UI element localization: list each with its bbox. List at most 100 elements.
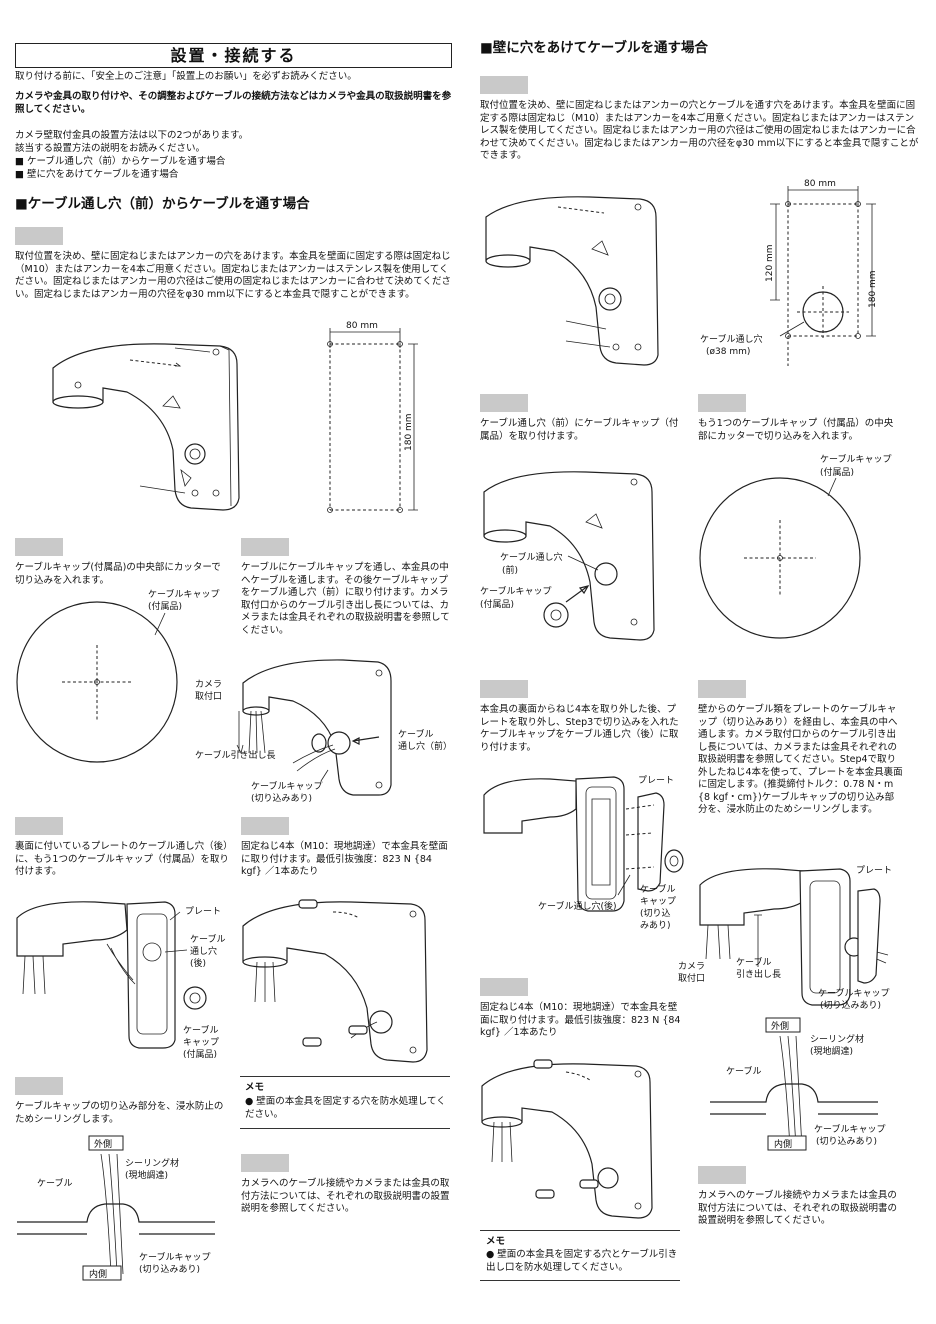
left-step-2-text: ケーブルキャップ(付属品)の中央部にカッターで切り込みを入れます。 <box>15 562 221 586</box>
left-step-5-text: 固定ねじ4本（M10：現地調達）で本金具を壁面に取り付けます。最低引抜強度：82… <box>241 841 448 878</box>
right-rear-hole-label: ケーブル通し穴(後) <box>538 900 616 912</box>
right-front-hole-1: ケーブル通し穴 <box>500 551 562 563</box>
right-len-1: ケーブル <box>736 956 771 968</box>
left-step-6-badge <box>15 1077 63 1095</box>
right-cap-2: (付属品) <box>480 599 514 610</box>
right-step-2-text: ケーブル通し穴（前）にケーブルキャップ（付属品）を取り付けます。 <box>480 418 679 442</box>
right-cap-cut-3: (切り込 <box>640 908 671 919</box>
right-sealing-illustration: 外側 シーリング材 (現地調達) ケーブル ケーブルキャップ (切り込みあり) … <box>710 1017 885 1151</box>
intro-bold-note: カメラや金具の取り付けや、その調整およびケーブルの接続方法などはカメラや金具の取… <box>15 91 452 115</box>
right-sealant-1: シーリング材 <box>810 1033 864 1045</box>
right-bracket-illustration <box>485 196 659 366</box>
right-wall-mount-illustration <box>481 1059 653 1219</box>
page-title: 設置・接続する <box>15 43 452 68</box>
right-plate2-label: プレート <box>856 865 892 876</box>
right-outside-label: 外側 <box>771 1020 789 1032</box>
left-cap-cut-b1: ケーブルキャップ <box>139 1251 210 1263</box>
right-step-6-text: 固定ねじ4本（M10：現地調達）で本金具を壁面に取り付けます。最低引抜強度：82… <box>480 1002 681 1039</box>
right-step-5-text: 壁からのケーブル類をプレートのケーブルキャップ（切り込みあり）を経由し、本金具の… <box>698 704 903 816</box>
left-hole-front-1: ケーブル <box>398 728 433 740</box>
intro-option-2: ■ 壁に穴をあけてケーブルを通す場合 <box>15 169 179 180</box>
right-memo-title: メモ <box>486 1236 506 1247</box>
right-front-hole-2: (前) <box>502 564 518 576</box>
right-step-3-badge <box>698 394 746 412</box>
right-hole-label-2: (ø38 mm) <box>706 347 750 357</box>
left-step-1-text: 取付位置を決め、壁に固定ねじまたはアンカーの穴をあけます。本金具を壁面に固定する… <box>15 251 451 300</box>
intro-methods: カメラ壁取付金具の設置方法は以下の2つがあります。 <box>15 130 249 141</box>
right-len-2: 引き出し長 <box>736 968 781 980</box>
left-sealing-illustration: 外側 シーリング材 (現地調達) ケーブル ケーブルキャップ (切り込みあり) … <box>17 1135 215 1281</box>
right-step-4-text: 本金具の裏面からねじ4本を取り外した後、プレートを取り外し、Step3で切り込み… <box>480 704 679 753</box>
right-cap-3: ケーブルキャップ <box>820 453 891 465</box>
intro-option-1: ■ ケーブル通し穴（前）からケーブルを通す場合 <box>15 156 226 167</box>
right-cap-cut-8: (切り込みあり) <box>816 1136 877 1147</box>
right-cap-cut-6: (切り込みあり) <box>820 1000 881 1011</box>
right-inside-label: 内側 <box>774 1138 792 1150</box>
intro-read: 該当する設置方法の説明をお読みください。 <box>15 143 206 154</box>
right-cable-through-plate-illustration: プレート カメラ 取付口 ケーブル 引き出し長 ケーブルキャップ (切り込みあり… <box>678 865 892 1011</box>
right-dimension-drawing: 80 mm 120 mm 180 mm ケーブル通し穴 (ø38 mm) <box>700 179 878 366</box>
left-step-4-text: 裏面に付いているプレートのケーブル通し穴（後）に、もう1つのケーブルキャップ（付… <box>15 841 229 878</box>
left-cap-acc-3: (付属品) <box>183 1049 217 1060</box>
right-plate-label: プレート <box>638 775 674 786</box>
right-cable-label: ケーブル <box>726 1065 761 1077</box>
left-rear-hole-2: 通し穴 <box>190 945 217 957</box>
right-section-heading: ■壁に穴をあけてケーブルを通す場合 <box>480 40 708 56</box>
left-cap-label: ケーブルキャップ <box>148 588 219 600</box>
right-step-3-text: もう1つのケーブルキャップ（付属品）の中央部にカッターで切り込みを入れます。 <box>698 418 894 442</box>
left-cap-cut-2: (切り込みあり) <box>251 793 312 804</box>
right-memo-bottom-rule <box>480 1280 680 1281</box>
right-plate-removal-illustration: プレート ケーブル通し穴(後) ケーブル キャップ (切り込 みあり) <box>483 775 684 931</box>
left-step-5-badge <box>241 817 289 835</box>
left-memo-top-rule <box>240 1076 450 1077</box>
left-cap-cut-1: ケーブルキャップ <box>251 780 322 792</box>
right-step-7-badge <box>698 1166 746 1184</box>
left-sealant-2: (現地調達) <box>125 1169 168 1181</box>
right-step-1-text: 取付位置を決め、壁に固定ねじまたはアンカーの穴とケーブルを通す穴をあけます。本金… <box>480 100 919 162</box>
left-step-6-text: ケーブルキャップの切り込み部分を、浸水防止のためシーリングします。 <box>15 1101 224 1125</box>
left-inside-label: 内側 <box>89 1268 107 1280</box>
left-rear-hole-1: ケーブル <box>190 933 225 945</box>
right-cap-cut-1: ケーブル <box>640 883 675 895</box>
left-outside-label: 外側 <box>94 1138 112 1150</box>
left-cap-cut-b2: (切り込みあり) <box>139 1264 200 1275</box>
left-plate-illustration: プレート ケーブル 通し穴 (後) ケーブル キャップ (付属品) <box>16 901 225 1060</box>
right-memo-top-rule <box>480 1230 680 1231</box>
right-cap-cut-7: ケーブルキャップ <box>814 1123 885 1135</box>
right-cable-cap-drawing: ケーブルキャップ (付属品) <box>699 453 891 639</box>
right-sealant-2: (現地調達) <box>810 1045 853 1057</box>
right-cam-1: カメラ <box>678 961 705 972</box>
right-step-6-badge <box>480 978 528 996</box>
right-dim-120: 120 mm <box>765 244 775 282</box>
left-cable-length: ケーブル引き出し長 <box>195 749 275 761</box>
right-step-4-badge <box>480 680 528 698</box>
left-memo-bottom-rule <box>240 1128 450 1129</box>
right-cap-4: (付属品) <box>820 467 854 478</box>
right-step-5-badge <box>698 680 746 698</box>
left-cam-port-1: カメラ <box>195 679 222 690</box>
left-step-7-text: カメラへのケーブル接続やカメラまたは金具の取付方法については、それぞれの取扱説明… <box>241 1178 450 1215</box>
left-memo-title: メモ <box>245 1082 265 1093</box>
left-wall-mount-illustration <box>242 899 428 1063</box>
right-dim-180: 180 mm <box>868 270 878 308</box>
left-cap-sub: (付属品) <box>148 601 182 612</box>
left-plate-label: プレート <box>185 906 221 917</box>
right-cap-cut-4: みあり) <box>640 920 671 931</box>
right-cap-cut-2: キャップ <box>640 896 676 907</box>
right-cap-attach-illustration: ケーブル通し穴 (前) ケーブルキャップ (付属品) <box>480 471 655 641</box>
left-step-3-text: ケーブルにケーブルキャップを通し、本金具の中へケーブルを通します。その後ケーブル… <box>241 562 450 636</box>
left-step-3-badge <box>241 538 289 556</box>
left-dim-80: 80 mm <box>346 321 378 331</box>
right-dim-80: 80 mm <box>804 179 836 189</box>
left-rear-hole-3: (後) <box>190 957 206 969</box>
right-step-2-badge <box>480 394 528 412</box>
right-hole-label-1: ケーブル通し穴 <box>700 333 762 345</box>
left-bracket-illustration <box>52 343 240 511</box>
right-cap-1: ケーブルキャップ <box>480 585 551 597</box>
left-cable-routing-illustration: カメラ 取付口 ケーブル引き出し長 ケーブル 通し穴（前） ケーブルキャップ (… <box>195 659 452 804</box>
right-memo-text: ● 壁面の本金具を固定する穴とケーブル引き出し口を防水処理してください。 <box>486 1249 678 1273</box>
right-step-7-text: カメラへのケーブル接続やカメラまたは金具の取付方法については、それぞれの取扱説明… <box>698 1190 898 1227</box>
right-cap-cut-5: ケーブルキャップ <box>818 987 889 999</box>
left-cable-cap-drawing: ケーブルキャップ (付属品) <box>16 588 219 763</box>
left-step-7-badge <box>241 1154 289 1172</box>
